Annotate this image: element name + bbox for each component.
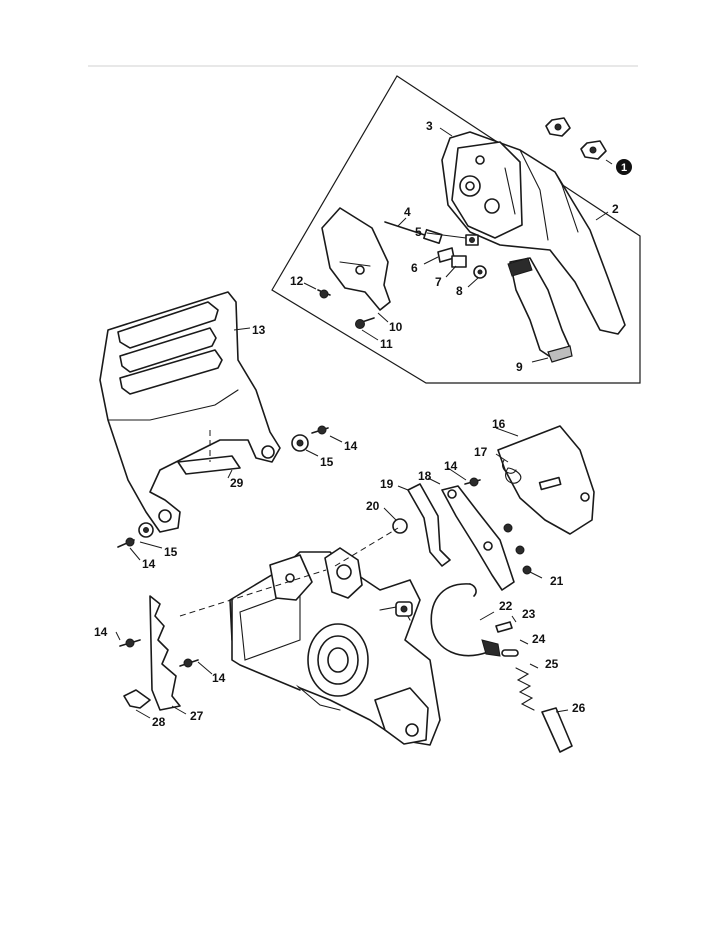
part-5	[465, 234, 479, 246]
callout-9: 9	[516, 360, 523, 374]
part-28	[123, 689, 151, 709]
screw-11	[355, 317, 375, 329]
callout-14b: 14	[142, 557, 156, 571]
callout-3: 3	[426, 119, 433, 133]
screw-14-c	[464, 477, 481, 487]
bushing-15-lower	[138, 522, 154, 538]
callout-4: 4	[404, 205, 411, 219]
callout-19: 19	[380, 477, 394, 491]
crankcase	[229, 547, 441, 746]
guide-plate	[321, 207, 391, 311]
callout-16: 16	[492, 417, 506, 431]
callout-14a: 14	[344, 439, 358, 453]
part-29	[177, 430, 241, 475]
screw-14-b	[117, 537, 135, 548]
screw-14-d	[119, 638, 141, 648]
callout-1-badge	[616, 159, 632, 175]
callout-27: 27	[190, 709, 204, 723]
callout-23: 23	[522, 607, 536, 621]
callout-18: 18	[418, 469, 432, 483]
spring-25	[515, 667, 535, 711]
bushing-20	[392, 518, 408, 534]
part-8	[473, 265, 487, 279]
callout-2: 2	[612, 202, 619, 216]
callout-17: 17	[474, 445, 488, 459]
callout-10: 10	[389, 320, 403, 334]
callout-14d: 14	[94, 625, 108, 639]
inset-outline	[271, 75, 641, 384]
assembly-line-1	[179, 569, 327, 617]
spring-17	[502, 459, 522, 484]
nut-1-lower	[580, 140, 607, 160]
sprocket-cover	[441, 131, 626, 335]
callout-20: 20	[366, 499, 380, 513]
chain-catcher	[507, 257, 573, 363]
nut-1-upper	[545, 117, 571, 137]
tension-screw	[384, 221, 443, 245]
callout-7: 7	[435, 275, 442, 289]
callout-14e: 14	[212, 671, 226, 685]
screw-14-a	[311, 425, 329, 435]
callout-26: 26	[572, 701, 586, 715]
callout-13: 13	[252, 323, 266, 337]
part-24	[501, 649, 519, 657]
callout-24: 24	[532, 632, 546, 646]
screw-14-e	[179, 658, 199, 668]
callout-12: 12	[290, 274, 304, 288]
callout-6: 6	[411, 261, 418, 275]
callout-1: 1	[621, 162, 627, 174]
callout-15b: 15	[164, 545, 178, 559]
screw-21-a	[503, 523, 532, 575]
lever-19	[407, 483, 451, 567]
hand-guard	[99, 291, 281, 533]
callout-21: 21	[550, 574, 564, 588]
callout-11: 11	[380, 337, 393, 351]
callout-29: 29	[230, 476, 244, 490]
screw-12	[317, 289, 331, 299]
part-23	[495, 621, 513, 633]
callout-25: 25	[545, 657, 559, 671]
callout-14c: 14	[444, 459, 458, 473]
bumper-spike	[149, 595, 181, 711]
brake-lever-18	[441, 485, 515, 591]
sleeve-26	[541, 707, 573, 753]
callout-22: 22	[499, 599, 513, 613]
assembly-line-2	[334, 527, 399, 567]
part-7	[451, 255, 467, 268]
callout-5: 5	[415, 225, 422, 239]
brake-band	[430, 583, 501, 657]
chain-brake-band-cover	[497, 425, 595, 535]
callout-28: 28	[152, 715, 166, 729]
leader-lines	[115, 127, 613, 719]
callout-15a: 15	[320, 455, 334, 469]
bushing-15-upper	[291, 434, 309, 452]
callout-8: 8	[456, 284, 463, 298]
